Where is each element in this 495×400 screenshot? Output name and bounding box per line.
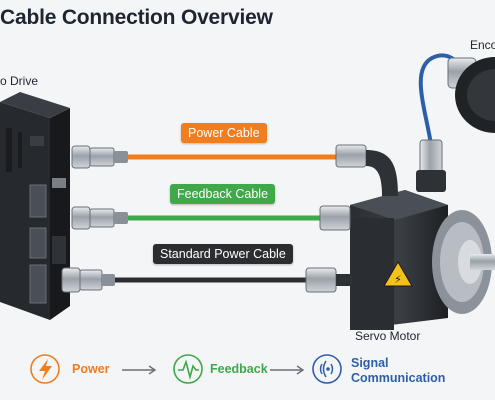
legend-feedback-label: Feedback xyxy=(210,362,268,376)
legend-arrow-1 xyxy=(122,366,155,374)
legend-signal-icon xyxy=(313,355,341,383)
legend-power-icon xyxy=(31,355,59,383)
drive-connector-standard xyxy=(62,268,115,292)
drive-connector-power xyxy=(72,146,128,168)
feedback-cable-label: Feedback Cable xyxy=(170,184,275,204)
servo-drive xyxy=(0,92,70,320)
svg-text:⚡: ⚡ xyxy=(394,273,402,286)
encoder-body xyxy=(448,57,495,133)
standard-power-cable-label: Standard Power Cable xyxy=(153,244,293,264)
legend-signal-label-line2: Communication xyxy=(351,371,445,385)
encoder-label: Enco xyxy=(470,38,495,52)
servo-motor-label: Servo Motor xyxy=(355,329,420,343)
servo-motor: ⚡ xyxy=(306,140,495,330)
legend-feedback-icon xyxy=(174,355,202,383)
servo-drive-label: o Drive xyxy=(0,74,38,88)
legend-power-label: Power xyxy=(72,362,110,376)
drive-connector-feedback xyxy=(72,207,128,229)
legend-signal-label-line1: Signal xyxy=(351,356,389,370)
power-cable-label: Power Cable xyxy=(181,123,267,143)
page-title: Cable Connection Overview xyxy=(0,6,273,30)
legend-arrow-2 xyxy=(270,366,303,374)
